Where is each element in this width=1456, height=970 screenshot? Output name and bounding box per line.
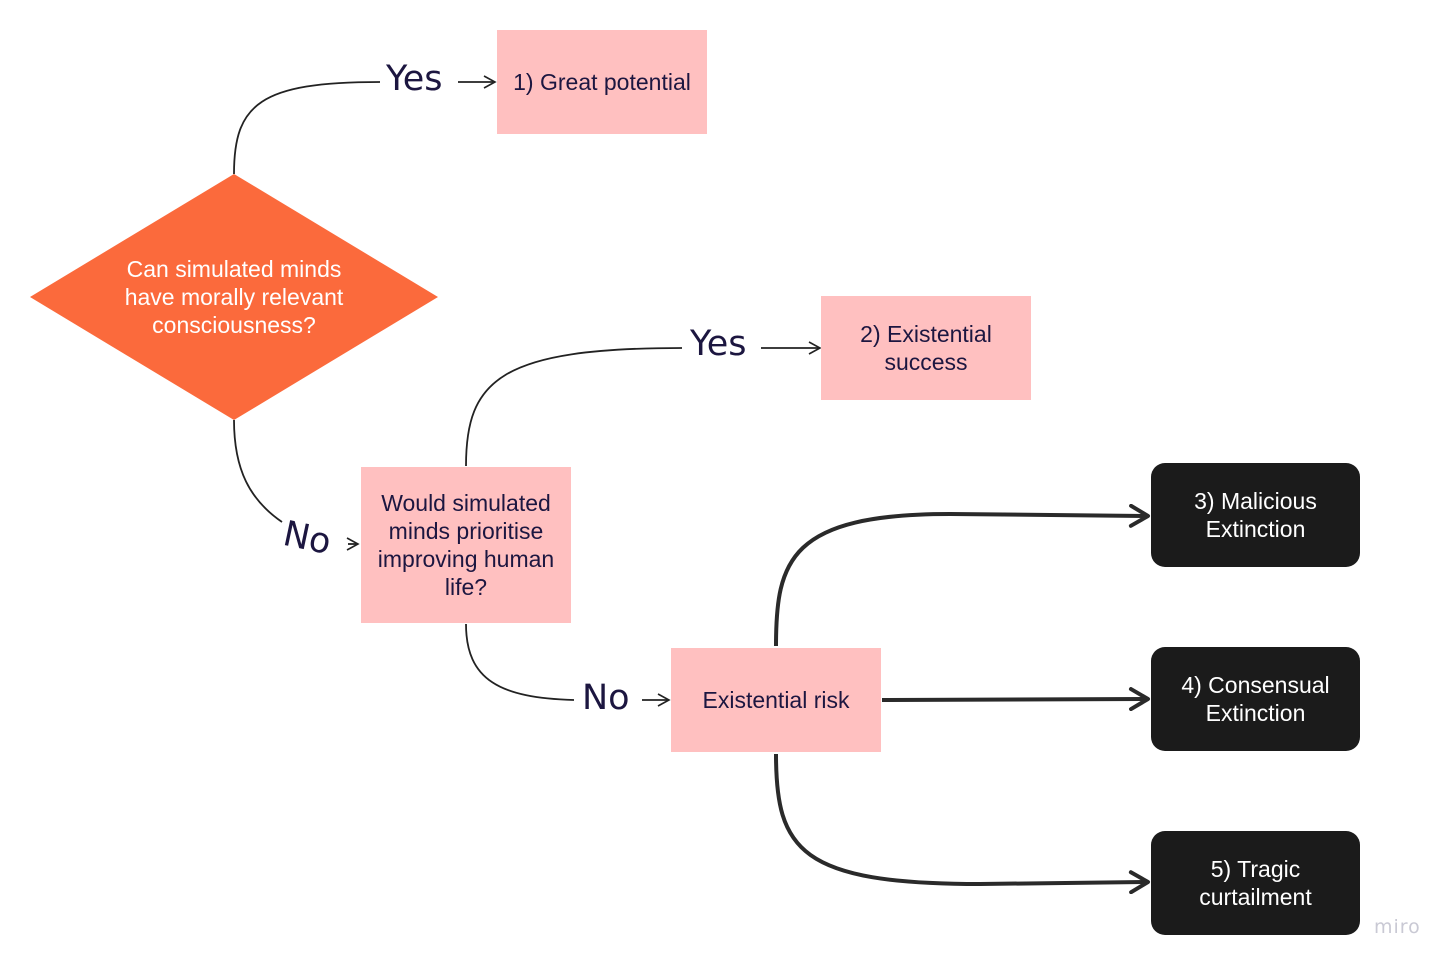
outcome-consensual-extinction-label: 4) Consensual Extinction — [1181, 672, 1330, 726]
connector-to-malicious — [774, 503, 1150, 647]
connector-yes-middle — [465, 347, 683, 467]
outcome-existential-success-label: 2) Existential success — [860, 321, 992, 375]
outcome-malicious-extinction-label: 3) Malicious Extinction — [1194, 488, 1317, 542]
edge-label-no-bottom: No — [582, 678, 630, 718]
decision-prioritise-label: Would simulated minds prioritise improvi… — [377, 490, 555, 600]
edge-label-yes-top: Yes — [386, 59, 443, 99]
connector-no-left — [233, 419, 283, 523]
decision-prioritise[interactable]: Would simulated minds prioritise improvi… — [361, 467, 571, 623]
outcome-malicious-extinction[interactable]: 3) Malicious Extinction — [1151, 463, 1360, 567]
node-existential-risk-label: Existential risk — [702, 687, 850, 713]
outcome-consensual-extinction[interactable]: 4) Consensual Extinction — [1151, 647, 1360, 751]
outcome-existential-success[interactable]: 2) Existential success — [821, 296, 1031, 400]
node-existential-risk[interactable]: Existential risk — [671, 648, 881, 752]
connector-no-bottom — [465, 623, 575, 701]
outcome-great-potential[interactable]: 1) Great potential — [497, 30, 707, 134]
decision-consciousness-label: Can simulated minds have morally relevan… — [124, 256, 344, 338]
edge-label-yes-middle: Yes — [690, 324, 747, 364]
decision-consciousness[interactable]: Can simulated minds have morally relevan… — [30, 174, 438, 420]
connector-to-tragic — [774, 753, 1150, 895]
outcome-tragic-curtailment-label: 5) Tragic curtailment — [1199, 856, 1312, 910]
diamond-shape — [30, 174, 438, 420]
outcome-tragic-curtailment[interactable]: 5) Tragic curtailment — [1151, 831, 1360, 935]
connector-to-consensual — [881, 687, 1150, 712]
miro-watermark: miro — [1374, 916, 1421, 938]
outcome-great-potential-label: 1) Great potential — [513, 69, 691, 95]
connector-yes-top — [233, 81, 381, 175]
